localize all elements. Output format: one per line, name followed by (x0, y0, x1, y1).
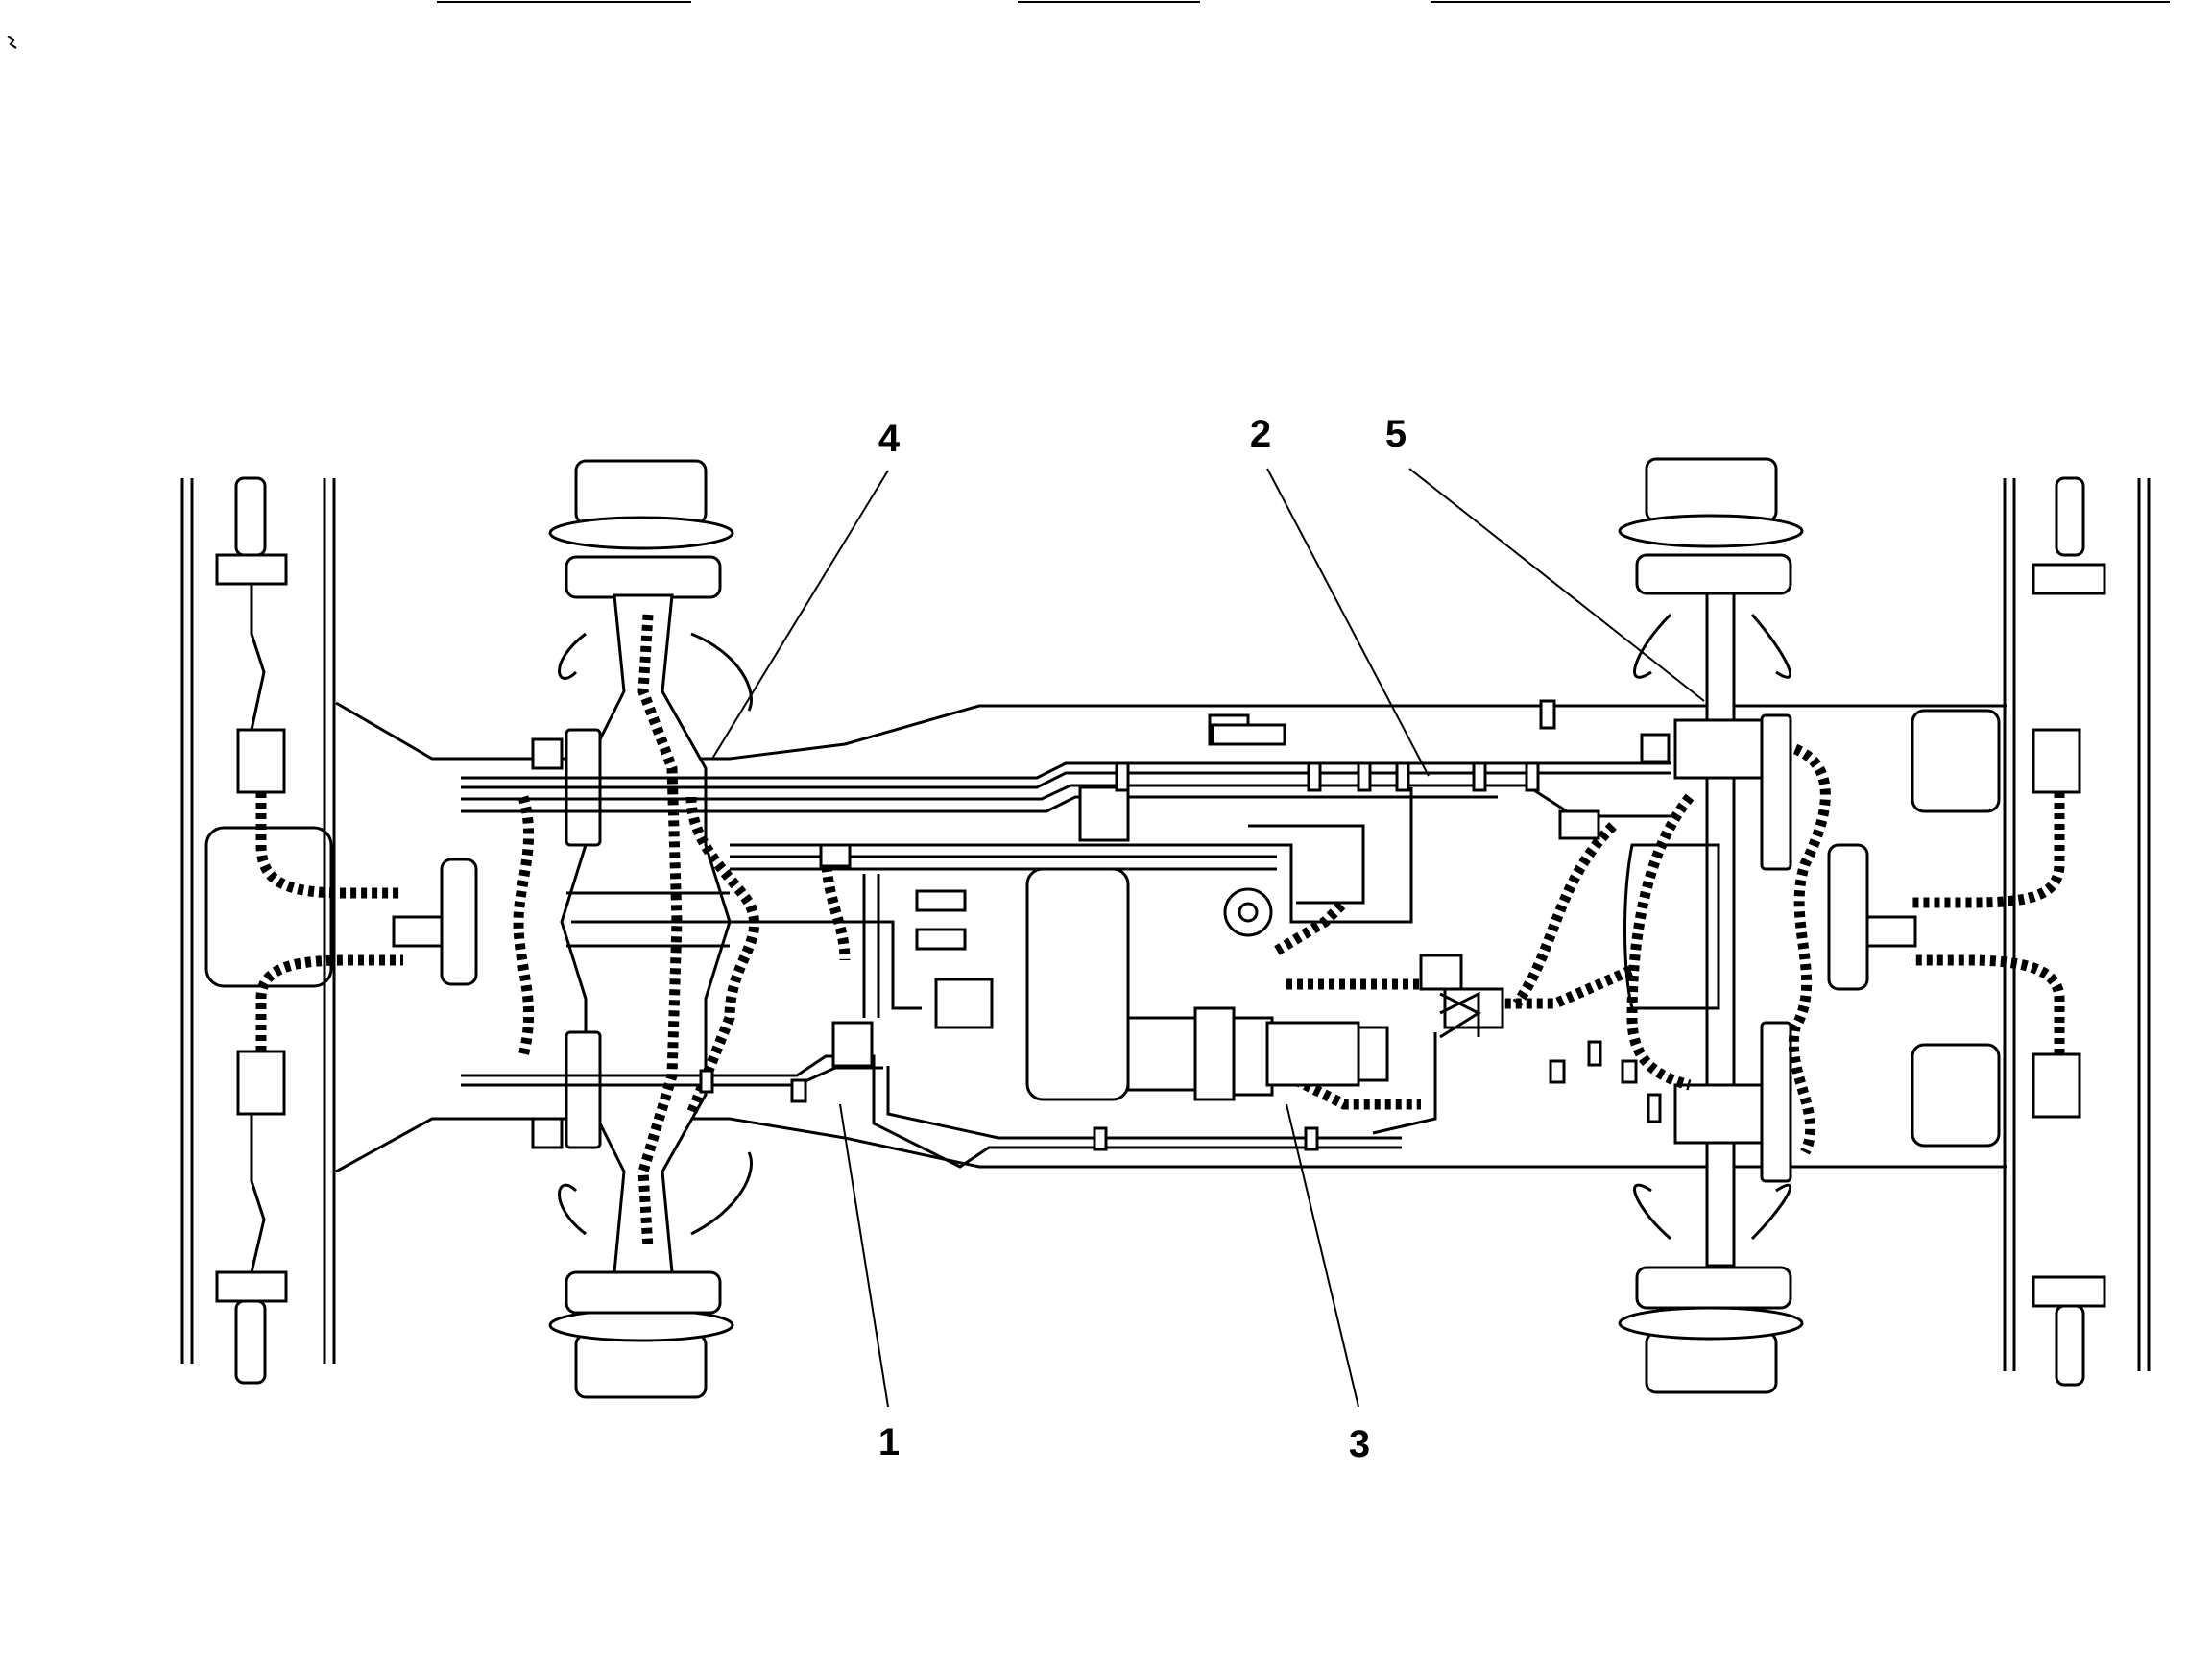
left-frame-rail (180, 478, 336, 1364)
callout-4: 4 (878, 418, 901, 460)
right-frame-rail (2003, 478, 2151, 1371)
chassis-body (204, 701, 2007, 1173)
fittings (699, 699, 1671, 1151)
central-pump-assembly (831, 713, 1504, 1101)
callout-2: 2 (1249, 413, 1272, 455)
right-actuators (1865, 476, 2106, 1387)
callout-1: 1 (878, 1421, 901, 1463)
callout-5: 5 (1384, 413, 1407, 455)
leader-lines (711, 468, 1705, 1408)
scan-edge-marks (7, 1, 2170, 49)
left-actuators (215, 476, 444, 1385)
left-axle (531, 459, 753, 1399)
right-axle (1618, 457, 1831, 1394)
callout-3: 3 (1348, 1423, 1371, 1465)
